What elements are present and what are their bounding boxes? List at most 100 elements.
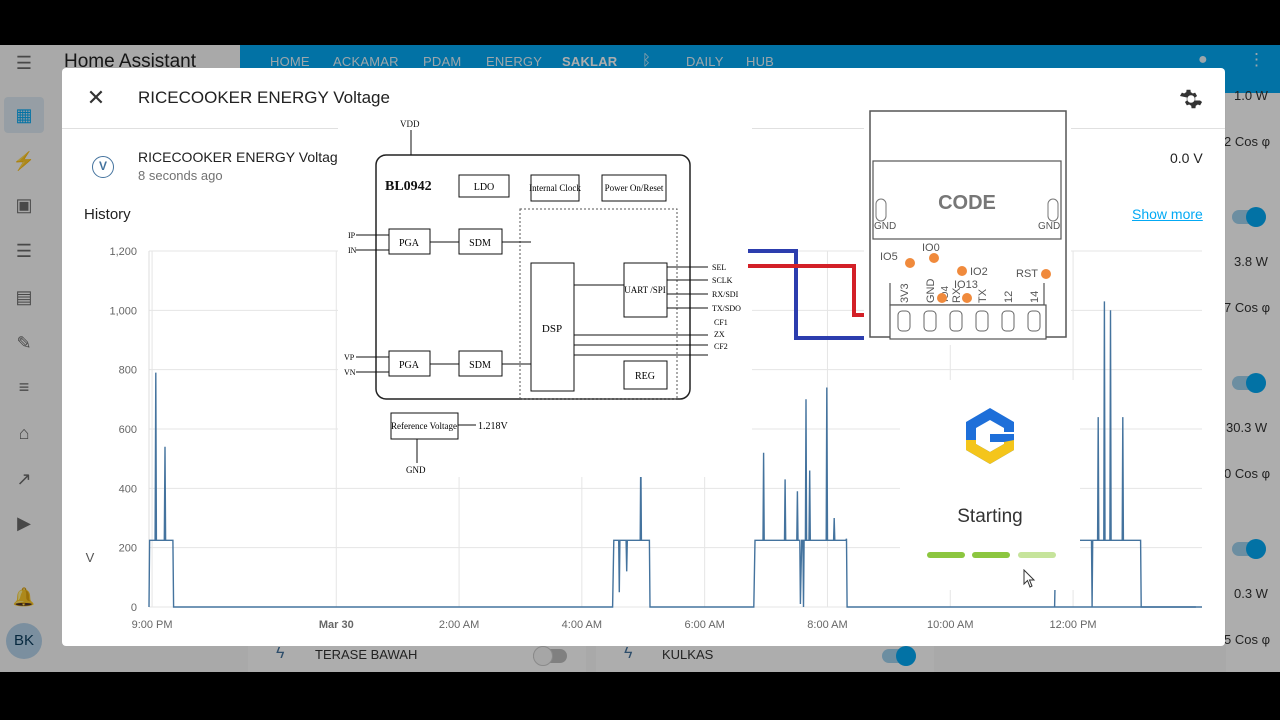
switch-label: KULKAS bbox=[662, 647, 714, 662]
bg-toggle[interactable] bbox=[1232, 539, 1266, 559]
pin-zx: ZX bbox=[714, 330, 725, 339]
module-pin-label: RX bbox=[951, 287, 963, 303]
dialog-title: RICECOOKER ENERGY Voltage bbox=[138, 88, 390, 107]
history-label: History bbox=[84, 206, 131, 223]
module-pin bbox=[1027, 310, 1041, 332]
pad-rst: RST bbox=[1016, 268, 1038, 280]
close-icon[interactable]: ✕ bbox=[86, 85, 106, 110]
module-pin-label: 14 bbox=[1029, 291, 1041, 303]
tab-daily[interactable]: DAILY bbox=[686, 54, 724, 69]
y-tick-label: 1,200 bbox=[109, 246, 137, 258]
pin-cf1: CF1 bbox=[714, 318, 728, 327]
energy-icon[interactable]: ⚡ bbox=[12, 151, 36, 171]
tab-pdam[interactable]: PDAM bbox=[423, 54, 462, 69]
bg-value: 1.0 W bbox=[1234, 88, 1268, 103]
x-tick-label: 10:00 AM bbox=[927, 619, 973, 628]
y-tick-label: 800 bbox=[119, 365, 137, 377]
bg-toggle[interactable] bbox=[1232, 207, 1266, 227]
entity-name: RICECOOKER ENERGY Voltage bbox=[138, 149, 346, 165]
module-pin bbox=[897, 310, 911, 332]
block-clock: Internal Clock bbox=[529, 183, 581, 193]
hacs-icon[interactable]: ⌂ bbox=[18, 423, 30, 443]
logbook-icon[interactable]: ☰ bbox=[15, 241, 33, 261]
pad-gnd-left: GND bbox=[874, 221, 896, 232]
pad-io5: IO5 bbox=[880, 251, 898, 263]
pad-io2: IO2 bbox=[970, 266, 988, 278]
switch-toggle[interactable] bbox=[533, 646, 567, 666]
block-pga-2: PGA bbox=[399, 360, 420, 371]
pad-gnd-right: GND bbox=[1038, 221, 1060, 232]
bell-icon[interactable]: 🔔 bbox=[12, 587, 36, 607]
app-title: Home Assistant bbox=[64, 51, 196, 72]
bg-value: 7 Cos φ bbox=[1224, 300, 1271, 315]
show-more-link[interactable]: Show more bbox=[1132, 206, 1203, 222]
bg-value: 2 Cos φ bbox=[1224, 134, 1271, 149]
pin-sclk: SCLK bbox=[712, 276, 733, 285]
tab-home[interactable]: HOME bbox=[270, 54, 310, 69]
x-tick-label: 9:00 PM bbox=[132, 619, 173, 628]
block-uart: UART /SPI bbox=[624, 285, 666, 295]
tab-hub[interactable]: HUB bbox=[746, 54, 775, 69]
module-pin-label: 12 bbox=[1003, 291, 1015, 303]
screen: ☰ ▦ ⚡ ▣ ☰ ▤ ✎ ≡ ⌂ ↗ ▶ 🔔 BK Home Assistan… bbox=[0, 45, 1280, 672]
x-tick-label: 2:00 AM bbox=[439, 619, 479, 628]
switch-toggle[interactable] bbox=[882, 646, 916, 666]
x-tick-label: Mar 30 bbox=[319, 619, 354, 628]
last-changed: 8 seconds ago bbox=[138, 168, 223, 183]
y-tick-label: 1,000 bbox=[109, 305, 137, 317]
pin-ip: IP bbox=[348, 231, 356, 240]
module-pin-label: 3V3 bbox=[899, 283, 911, 303]
block-pga-1: PGA bbox=[399, 238, 420, 249]
y-tick-label: 0 bbox=[131, 602, 137, 614]
y-tick-label: 400 bbox=[119, 483, 137, 495]
block-por: Power On/Reset bbox=[605, 183, 664, 193]
pad-io0: IO0 bbox=[922, 242, 940, 254]
code-label: CODE bbox=[938, 192, 996, 214]
y-axis-label: V bbox=[86, 550, 95, 565]
more-options-icon[interactable]: ⋮ bbox=[1248, 50, 1266, 69]
schematic-image: VDD BL0942 LDO Internal Clock Power On/R… bbox=[338, 117, 752, 477]
wrench-icon[interactable]: ✎ bbox=[16, 333, 32, 353]
tab-energy[interactable]: ENERGY bbox=[486, 54, 543, 69]
pad-io13: IO13 bbox=[954, 279, 978, 291]
voltage-icon: V bbox=[92, 156, 114, 178]
x-tick-label: 6:00 AM bbox=[684, 619, 724, 628]
media-icon[interactable]: ▶ bbox=[17, 513, 31, 533]
entity-state: 0.0 V bbox=[1170, 150, 1203, 166]
module-pin bbox=[949, 310, 963, 332]
starting-label: Starting bbox=[957, 506, 1023, 527]
bg-toggle[interactable] bbox=[1232, 373, 1266, 393]
ref-voltage: 1.218V bbox=[478, 421, 509, 432]
tab-saklar[interactable]: SAKLAR bbox=[562, 54, 618, 69]
gear-icon[interactable] bbox=[1178, 86, 1204, 112]
dashboard-icon[interactable]: ▦ bbox=[15, 105, 33, 125]
bluetooth-icon[interactable]: ᛒ bbox=[642, 52, 652, 69]
bg-value: 0 Cos φ bbox=[1224, 466, 1271, 481]
lightning-icon: ϟ bbox=[276, 645, 285, 662]
menu-icon[interactable]: ☰ bbox=[15, 53, 33, 73]
pin-vp: VP bbox=[344, 353, 355, 362]
pin-in: IN bbox=[348, 246, 357, 255]
module-pin bbox=[1001, 310, 1015, 332]
block-ref: Reference Voltage bbox=[391, 421, 457, 431]
x-tick-label: 12:00 PM bbox=[1050, 619, 1097, 628]
map-icon[interactable]: ▣ bbox=[15, 195, 33, 215]
pin-vn: VN bbox=[344, 368, 356, 377]
tab-ackamar[interactable]: ACKAMAR bbox=[333, 54, 399, 69]
chart-icon[interactable]: ↗ bbox=[16, 469, 32, 489]
logs-icon[interactable]: ≡ bbox=[18, 377, 30, 397]
mouse-cursor-icon bbox=[1023, 569, 1036, 588]
pin-rx: RX/SDI bbox=[712, 290, 739, 299]
module-pin-label: GND bbox=[925, 279, 937, 304]
y-tick-label: 200 bbox=[119, 543, 137, 555]
logo-icon bbox=[966, 408, 1014, 464]
x-tick-label: 4:00 AM bbox=[562, 619, 602, 628]
microphone-icon[interactable]: ● bbox=[1198, 51, 1208, 68]
pin-tx: TX/SDO bbox=[712, 304, 741, 313]
history-icon[interactable]: ▤ bbox=[15, 287, 33, 307]
module-pin-label: TX bbox=[977, 288, 989, 303]
avatar[interactable]: BK bbox=[6, 623, 42, 659]
module-pin bbox=[975, 310, 989, 332]
pad-io4: IO4 bbox=[940, 285, 951, 302]
